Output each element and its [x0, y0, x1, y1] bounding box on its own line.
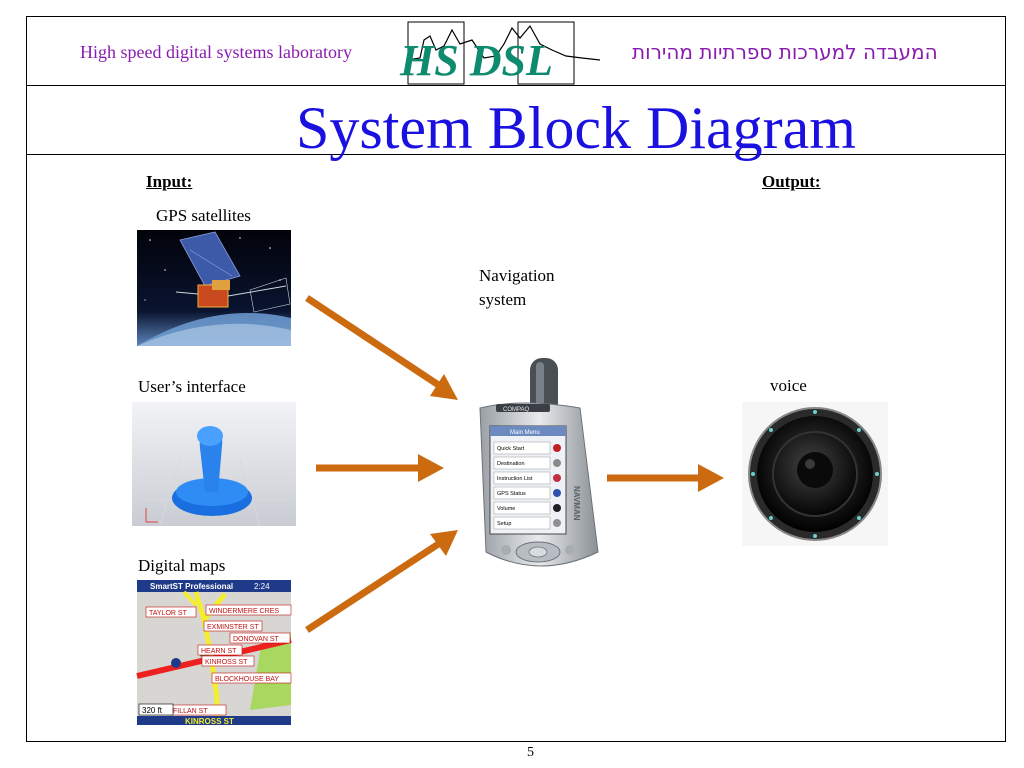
menu-item-icon [553, 474, 561, 482]
digital-map-image: SmartST Professional 2:24 TAYLOR ST WIND… [136, 580, 292, 726]
lab-name-english: High speed digital systems laboratory [80, 42, 352, 62]
logo-text: HS DSL [399, 36, 553, 85]
arrow-maps-to-navigation [305, 530, 458, 633]
menu-item-icon [553, 504, 561, 512]
users-interface-label: User’s interface [138, 377, 246, 396]
map-street-label: EXMINSTER ST [207, 624, 259, 631]
arrow-navigation-to-voice [607, 464, 724, 492]
device-side-brand: NAVMAN [572, 486, 581, 521]
map-scale: 320 ft [142, 706, 163, 715]
slide-title: System Block Diagram [296, 95, 856, 161]
voice-label: voice [770, 376, 807, 395]
device-menu-title: Main Menu [510, 430, 540, 436]
digital-maps-label: Digital maps [138, 556, 226, 575]
arrow-interface-to-navigation [316, 454, 444, 482]
menu-item-icon [553, 489, 561, 497]
title-divider [26, 154, 1006, 155]
gps-satellites-label: GPS satellites [156, 206, 251, 225]
map-street-label: TAYLOR ST [149, 610, 188, 617]
device-menu-item: GPS Status [497, 491, 526, 497]
navigation-system-label-line1: Navigation [479, 266, 555, 285]
arrow-gps-to-navigation [305, 295, 458, 400]
menu-item-icon [553, 519, 561, 527]
device-brand: COMPAQ [503, 407, 530, 413]
output-heading: Output: [762, 172, 821, 191]
map-app-title: SmartST Professional [150, 582, 233, 591]
device-menu-item: Instruction List [497, 476, 533, 482]
map-street-label: BLOCKHOUSE BAY [215, 676, 279, 683]
menu-item-icon [553, 459, 561, 467]
navigation-system-label-line2: system [479, 290, 527, 309]
menu-item-icon [553, 444, 561, 452]
speaker-image [742, 402, 888, 546]
map-street-label: KINROSS ST [205, 659, 248, 666]
map-street-label: WINDERMERE CRES [209, 608, 279, 615]
slide-frame [26, 16, 1006, 742]
map-current-street: KINROSS ST [185, 717, 234, 726]
joystick-image [132, 402, 296, 527]
input-heading: Input: [146, 172, 193, 191]
device-menu-item: Volume [497, 506, 515, 512]
header-divider [26, 85, 1006, 86]
map-street-label: FILLAN ST [173, 708, 208, 715]
map-street-label: HEARN ST [201, 648, 237, 655]
map-street-label: DONOVAN ST [233, 636, 279, 643]
device-menu-item: Setup [497, 521, 511, 527]
navigation-device-image: COMPAQ Main Menu Quick Start Destination… [479, 358, 599, 567]
device-menu-item: Quick Start [497, 446, 525, 452]
lab-name-hebrew: המעבדה למערכות ספרתיות מהירות [632, 40, 938, 64]
gps-satellite-image [137, 230, 291, 346]
page-number: 5 [527, 745, 534, 760]
map-clock: 2:24 [254, 582, 270, 591]
hs-dsl-logo: HS DSL [399, 21, 601, 85]
device-menu-item: Destination [497, 461, 525, 467]
